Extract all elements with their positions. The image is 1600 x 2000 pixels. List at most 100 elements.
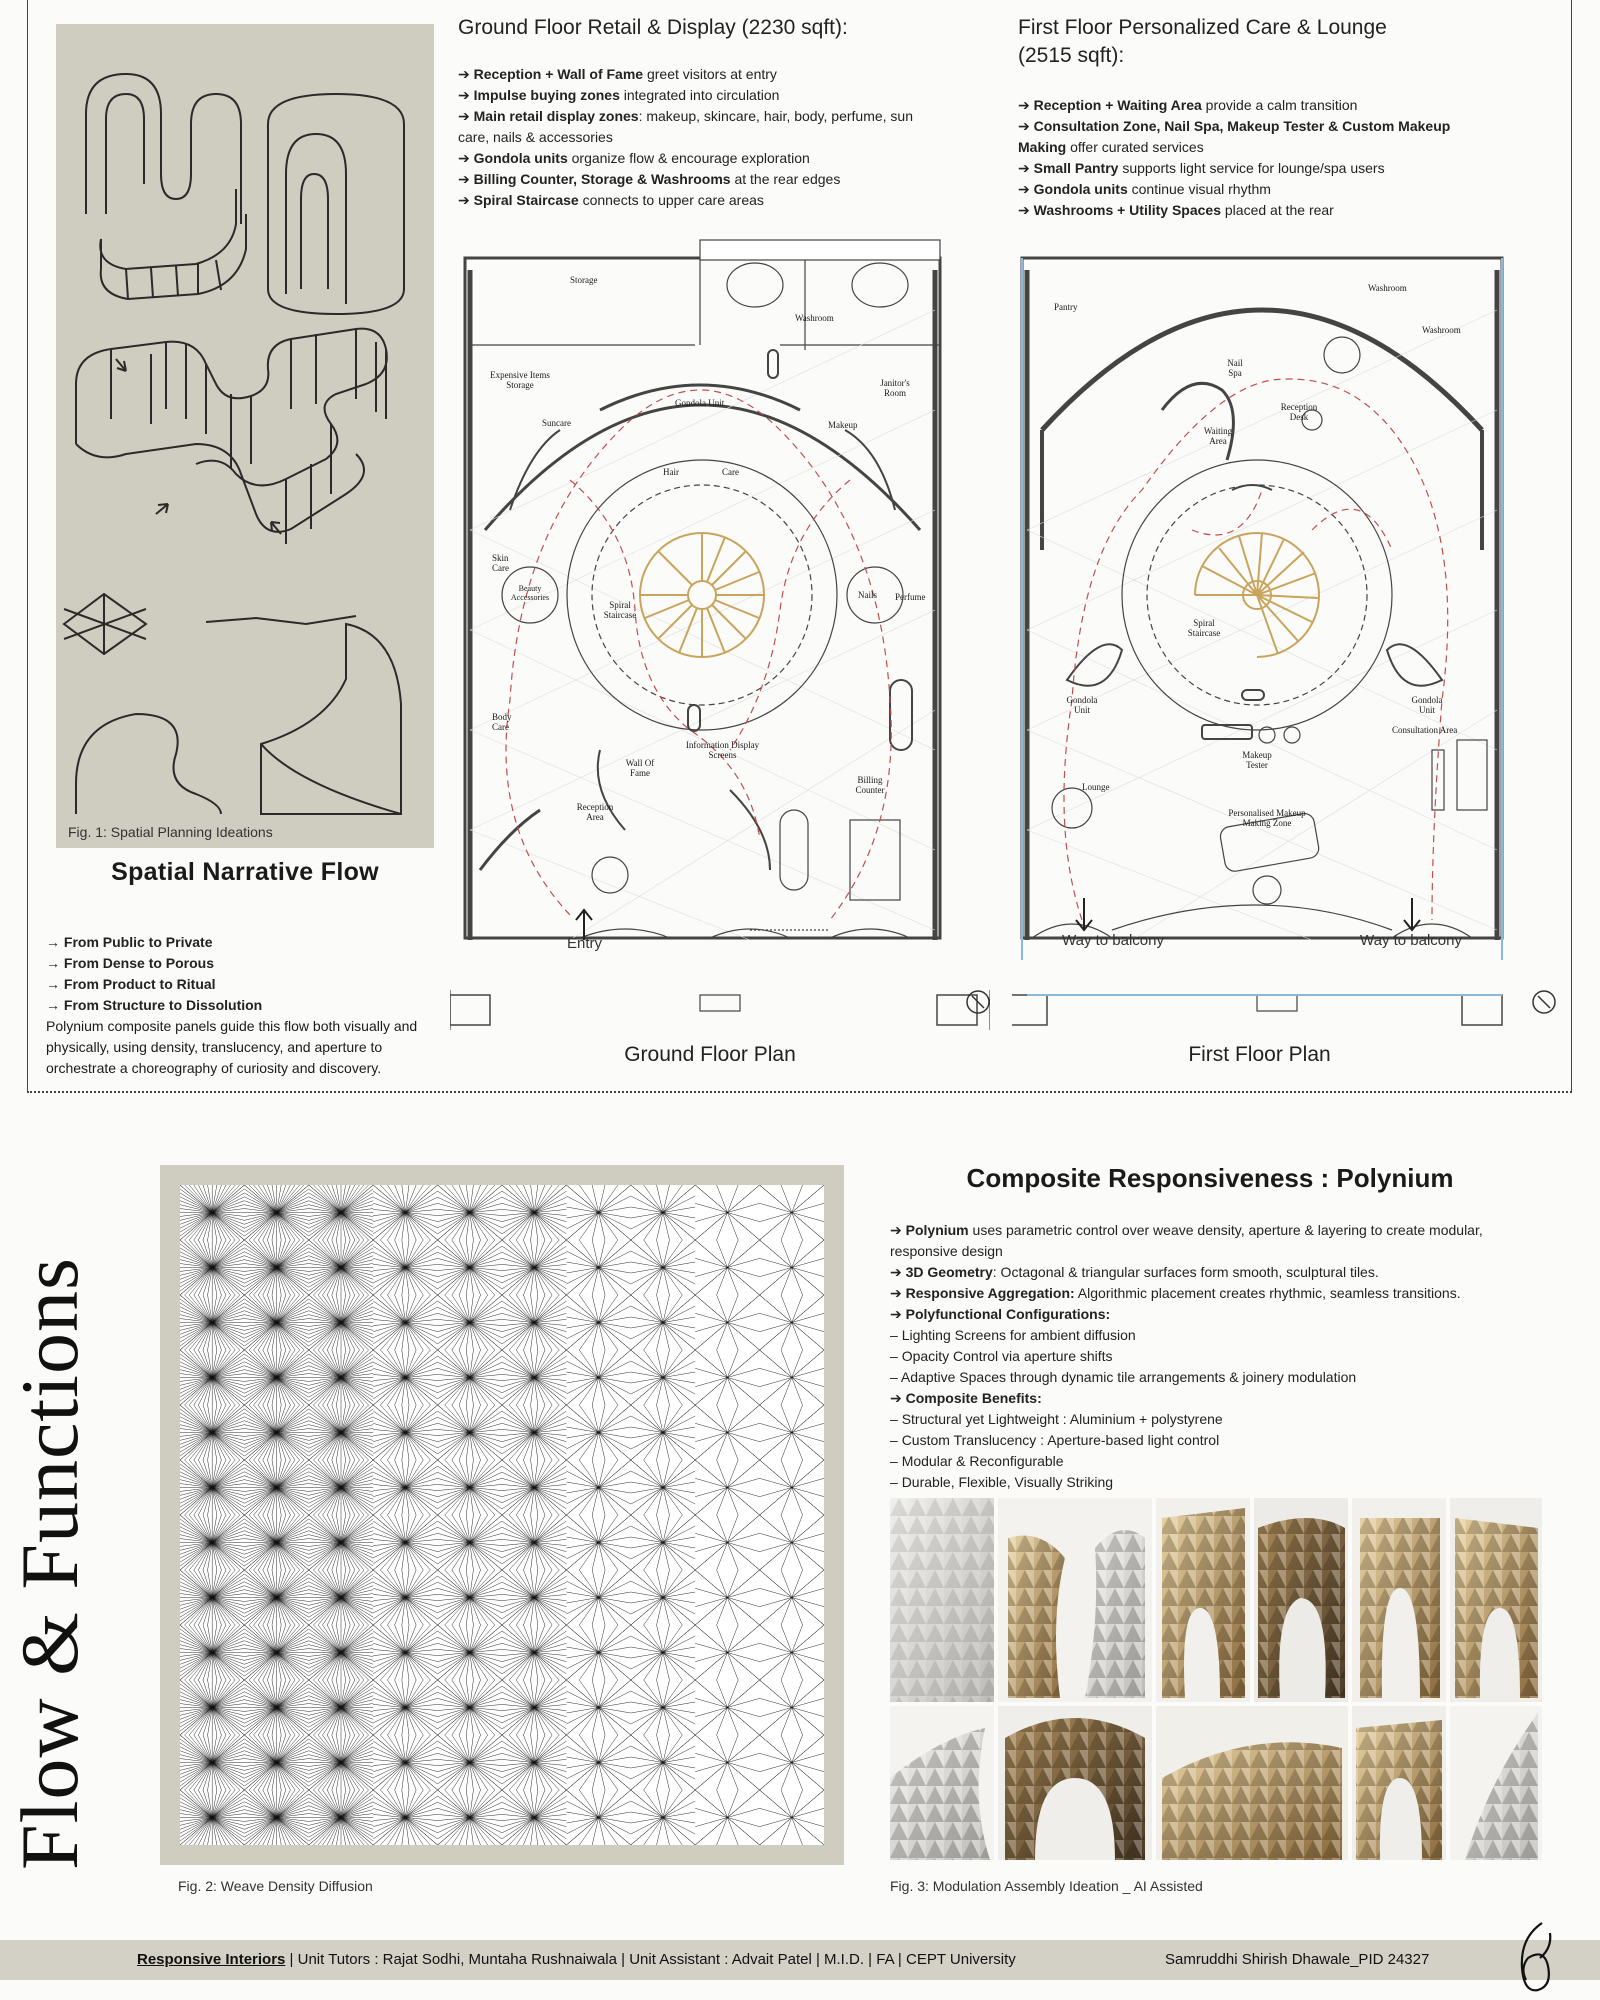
ground-floor-plan: Storage Washroom Expensive Items Storage…: [450, 230, 990, 1030]
weave-pattern: [180, 1185, 824, 1845]
room-label: Storage: [570, 275, 598, 285]
room-label: Expensive Items Storage: [490, 370, 550, 390]
list-item: ➔ Main retail display zones: makeup, ski…: [458, 108, 913, 145]
polynium-text: Opacity Control via aperture shifts: [901, 1348, 1113, 1364]
room-label: Skin Care: [492, 553, 509, 573]
list-item: ➔ Gondola units continue visual rhythm: [1018, 181, 1271, 197]
footer-credits: Responsive Interiors | Unit Tutors : Raj…: [137, 1940, 1016, 1980]
room-label: Washroom: [1422, 325, 1461, 335]
polynium-text: Modular & Reconfigurable: [901, 1453, 1064, 1469]
room-label: Body Care: [492, 712, 512, 732]
ground-floor-plan-label: Ground Floor Plan: [624, 1043, 796, 1066]
room-label: Reception Area: [576, 802, 614, 822]
section-divider: [27, 1091, 1572, 1093]
weave-lines: [180, 1185, 824, 1845]
polynium-list-item: – Lighting Screens for ambient diffusion: [890, 1325, 1540, 1346]
flow-item: → From Structure to Dissolution: [46, 997, 263, 1013]
room-label: Billing Counter: [855, 775, 885, 795]
polynium-list-item: ➔ Responsive Aggregation: Algorithmic pl…: [890, 1283, 1540, 1304]
first-floor-heading-line2: (2515 sqft):: [1018, 44, 1125, 67]
balcony-label-right: Way to balcony: [1360, 932, 1462, 949]
footer-bar: Responsive Interiors | Unit Tutors : Raj…: [0, 1940, 1600, 1980]
first-floor-heading-line1: First Floor Personalized Care & Lounge: [1018, 16, 1387, 39]
room-label: Washroom: [1368, 283, 1407, 293]
arrow-icon: ➔: [890, 1390, 906, 1406]
first-floor-plan: Pantry Washroom Washroom Nail Spa Recept…: [1012, 230, 1557, 1030]
flow-item: → From Product to Ritual: [46, 976, 216, 992]
list-item: ➔ Reception + Waiting Area provide a cal…: [1018, 97, 1358, 113]
dash-icon: –: [890, 1432, 902, 1448]
room-label: Lounge: [1082, 782, 1110, 792]
polynium-text: Structural yet Lightweight : Aluminium +…: [901, 1411, 1223, 1427]
list-item: ➔ Spiral Staircase connects to upper car…: [458, 192, 764, 208]
polynium-text: Lighting Screens for ambient diffusion: [901, 1327, 1136, 1343]
room-label: Nails: [858, 590, 877, 600]
room-label: Information Display Screens: [685, 740, 760, 760]
arrow-icon: ➔: [890, 1306, 906, 1322]
fig1-caption: Fig. 1: Spatial Planning Ideations: [68, 824, 273, 840]
ideation-panel: Fig. 1: Spatial Planning Ideations: [56, 24, 434, 848]
polynium-bold: Polyfunctional Configurations:: [905, 1306, 1111, 1322]
modulation-photo-grid: [890, 1498, 1542, 1860]
room-label: Care: [722, 467, 739, 477]
modulation-photos: [890, 1498, 1542, 1860]
footer-rest: | Unit Tutors : Rajat Sodhi, Muntaha Rus…: [285, 1951, 1016, 1968]
list-item: ➔ Billing Counter, Storage & Washrooms a…: [458, 171, 841, 187]
dash-icon: –: [890, 1474, 902, 1490]
polynium-list-item: ➔ 3D Geometry: Octagonal & triangular su…: [890, 1262, 1540, 1283]
side-title: Flow & Functions: [4, 1257, 95, 1870]
polynium-text: : Octagonal & triangular surfaces form s…: [992, 1264, 1379, 1280]
room-label: Gondola Unit: [1066, 695, 1098, 715]
polynium-list: ➔ Polynium uses parametric control over …: [890, 1220, 1540, 1493]
room-label: Pantry: [1054, 302, 1078, 312]
spatial-narrative-title: Spatial Narrative Flow: [111, 858, 379, 886]
top-frame-left: [27, 0, 28, 1092]
dash-icon: –: [890, 1411, 902, 1427]
room-label: Spiral Staircase: [603, 600, 637, 620]
balcony-label-left: Way to balcony: [1062, 932, 1164, 949]
flow-item: → From Public to Private: [46, 934, 213, 950]
polynium-bold: 3D Geometry: [905, 1264, 993, 1280]
polynium-bold: Polynium: [905, 1222, 969, 1238]
first-floor-plan-label: First Floor Plan: [1188, 1043, 1331, 1066]
room-label: Nail Spa: [1227, 358, 1243, 378]
list-item: ➔ Washrooms + Utility Spaces placed at t…: [1018, 202, 1334, 218]
polynium-text: Durable, Flexible, Visually Striking: [901, 1474, 1114, 1490]
weave-panel: [160, 1165, 844, 1865]
dash-icon: –: [890, 1369, 901, 1385]
flow-body: Polynium composite panels guide this flo…: [46, 1018, 418, 1076]
entry-label: Entry: [567, 935, 603, 952]
polynium-list-item: – Modular & Reconfigurable: [890, 1451, 1540, 1472]
flow-item: → From Dense to Porous: [46, 955, 215, 971]
ground-floor-drawing: [450, 239, 990, 1030]
dash-icon: –: [890, 1327, 902, 1343]
fig3-caption: Fig. 3: Modulation Assembly Ideation _ A…: [890, 1878, 1203, 1894]
room-label: Personalised Makeup Making Zone: [1228, 808, 1306, 828]
room-label: Makeup Tester: [1242, 750, 1272, 770]
list-item: ➔ Consultation Zone, Nail Spa, Makeup Te…: [1018, 118, 1451, 155]
list-item: ➔ Impulse buying zones integrated into c…: [458, 87, 780, 103]
room-label: Makeup: [828, 420, 858, 430]
list-item: ➔ Small Pantry supports light service fo…: [1018, 160, 1385, 176]
polynium-list-item: ➔ Polyfunctional Configurations:: [890, 1304, 1540, 1325]
top-frame-right: [1571, 0, 1572, 1092]
dash-icon: –: [890, 1453, 902, 1469]
room-label: Consultation Area: [1392, 725, 1458, 735]
page-logo-icon: [1512, 1918, 1560, 1998]
polynium-list-item: ➔ Composite Benefits:: [890, 1388, 1540, 1409]
polynium-text: Algorithmic placement creates rhythmic, …: [1074, 1285, 1461, 1301]
polynium-list-item: ➔ Polynium uses parametric control over …: [890, 1220, 1540, 1262]
room-label: Beauty Accessories: [510, 584, 550, 602]
room-label: Waiting Area: [1203, 426, 1233, 446]
first-floor-heading: First Floor Personalized Care & Lounge (…: [1018, 14, 1387, 70]
first-floor-drawing: [1012, 256, 1556, 1026]
room-label: Gondola Unit: [1411, 695, 1443, 715]
polynium-list-item: – Adaptive Spaces through dynamic tile a…: [890, 1367, 1540, 1388]
room-label: Gondola Unit: [675, 398, 725, 408]
dash-icon: –: [890, 1348, 902, 1364]
first-floor-bullets: ➔ Reception + Waiting Area provide a cal…: [1018, 95, 1490, 221]
polynium-text: Custom Translucency : Aperture-based lig…: [901, 1432, 1220, 1448]
room-label: Hair: [663, 467, 679, 477]
room-label: Reception Desk: [1280, 402, 1318, 422]
list-item: ➔ Reception + Wall of Fame greet visitor…: [458, 66, 777, 82]
